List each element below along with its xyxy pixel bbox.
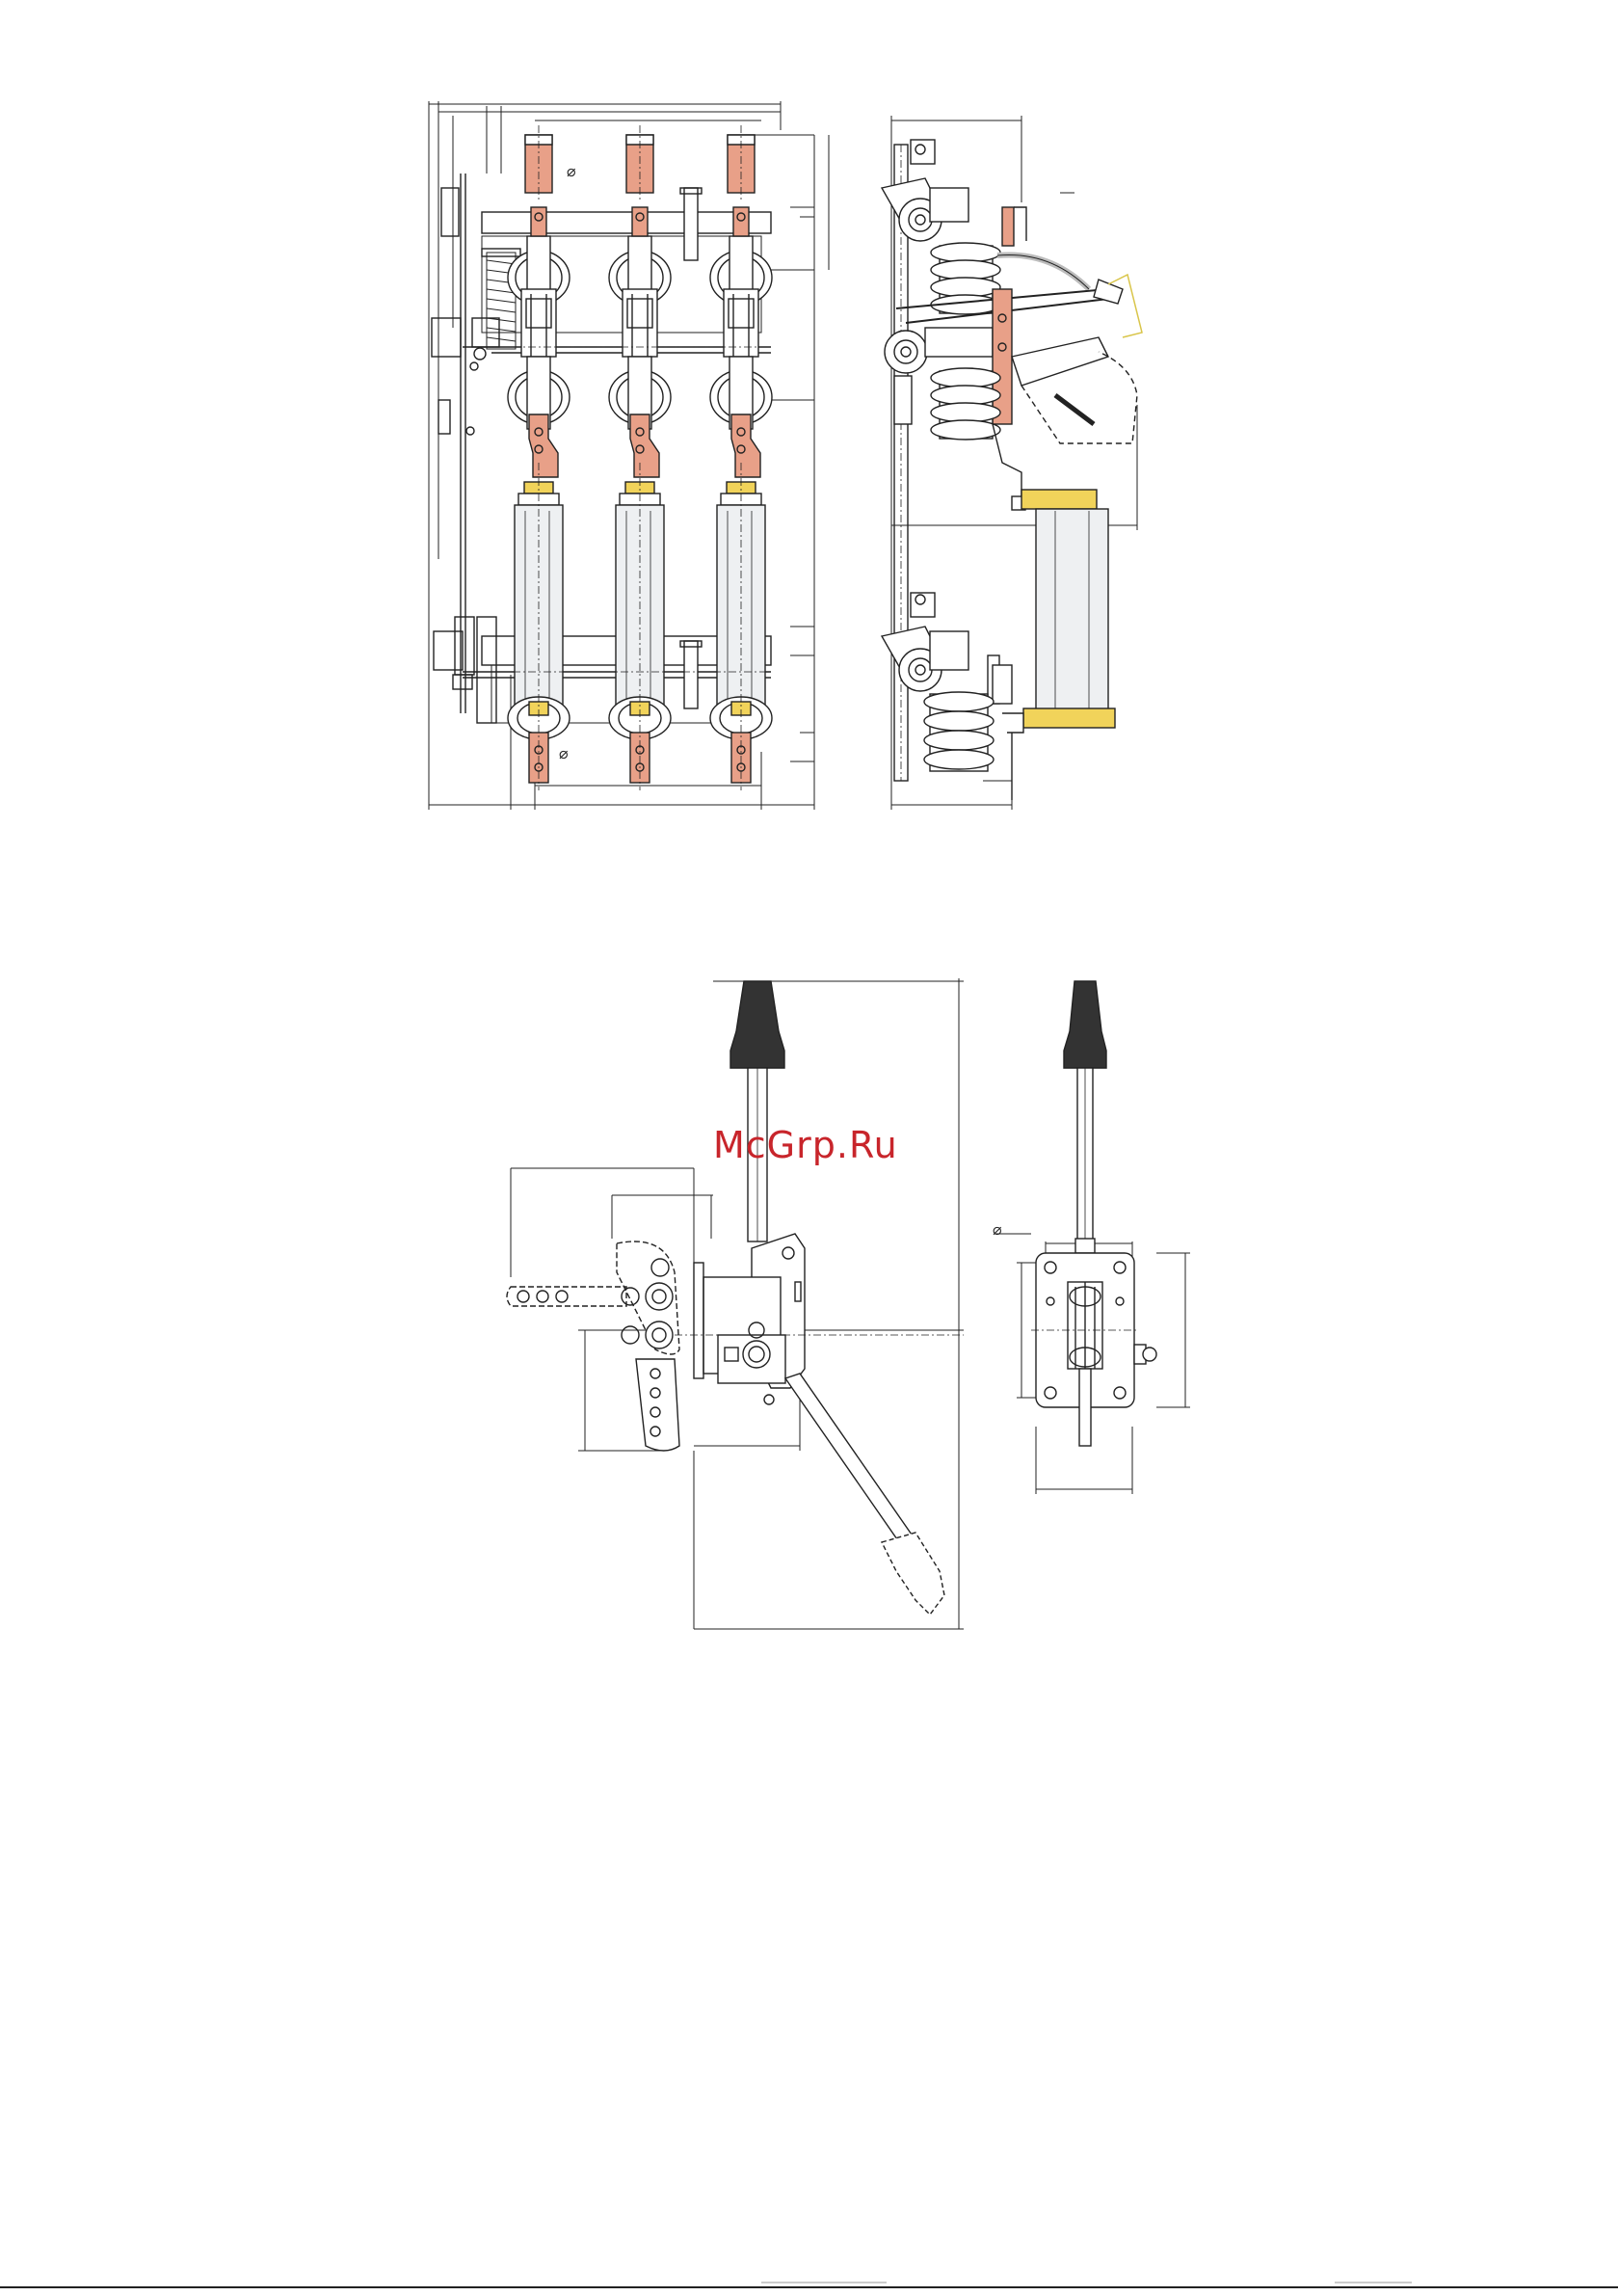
- front-diameter-symbol-top: ⌀: [567, 162, 576, 180]
- front-mechanism: [432, 174, 520, 723]
- front-diameter-symbol-bottom: ⌀: [559, 744, 569, 762]
- handle-knob-icon: [730, 981, 784, 1068]
- front-pole-3: [710, 125, 772, 790]
- side-view: [882, 116, 1142, 810]
- page-bottom-rule: [0, 2286, 1618, 2288]
- handle-knob-swung-icon: [882, 1533, 944, 1615]
- side-fuse: [1021, 490, 1115, 728]
- front-view: [429, 101, 829, 810]
- front-pole-2: [609, 125, 671, 790]
- side-upper-mechanism: [882, 140, 1142, 510]
- watermark-text: McGrp.Ru: [713, 1124, 898, 1166]
- handle-front-knob-icon: [1064, 981, 1106, 1068]
- handle-side-view: [507, 978, 964, 1629]
- handle-diameter-symbol: ⌀: [993, 1220, 1002, 1239]
- side-lower-mechanism: [882, 593, 1023, 800]
- front-pole-1: [508, 125, 570, 790]
- handle-front-view: [995, 981, 1190, 1494]
